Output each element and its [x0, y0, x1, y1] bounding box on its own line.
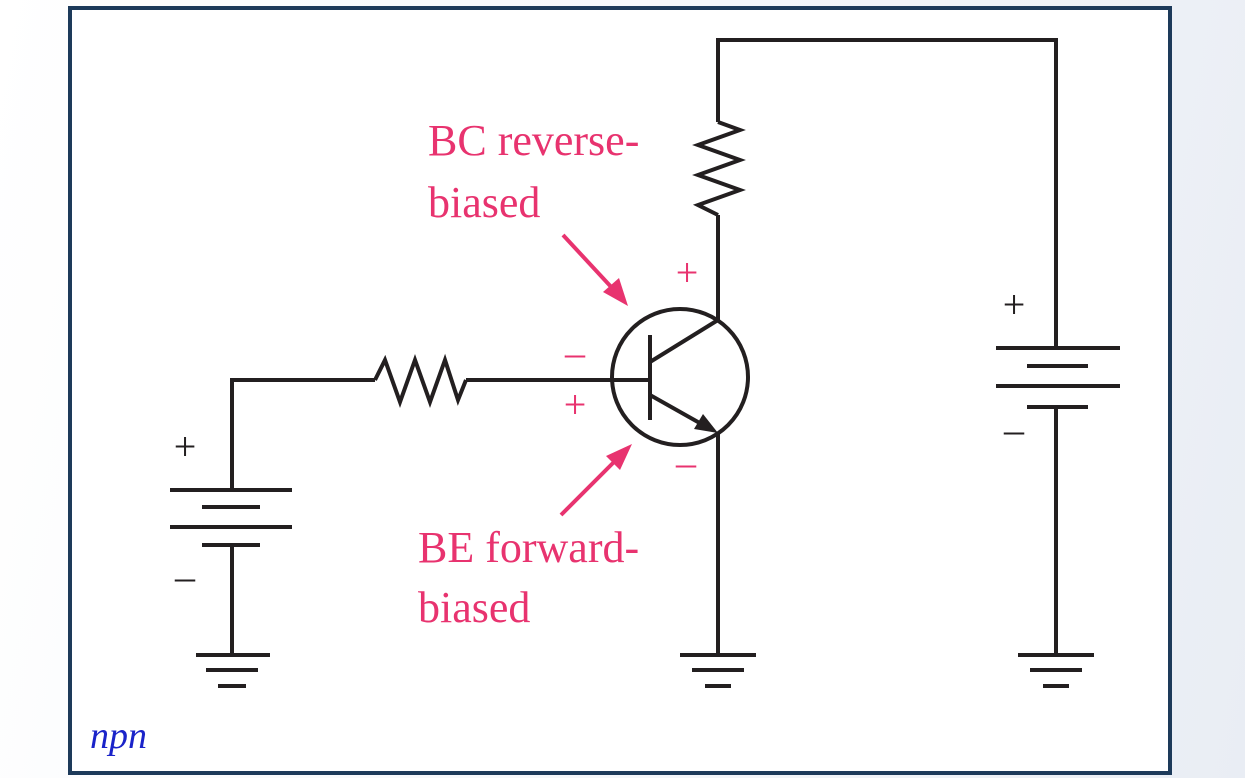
be-annotation: BE forward- biased: [418, 444, 639, 632]
diagram-frame: [68, 6, 1172, 775]
collector-circuit: [692, 38, 1058, 655]
npn-transistor: [610, 307, 750, 447]
collector-plus-sign: +: [676, 250, 699, 295]
junction-signs: + – + –: [564, 250, 699, 485]
base-minus-sign: –: [564, 330, 586, 375]
collector-battery-plus-sign: +: [1003, 282, 1026, 327]
emitter-ground-symbol: [680, 653, 756, 688]
bc-arrow-head: [603, 278, 628, 306]
transistor-emitter-arrowhead: [694, 414, 718, 433]
collector-resistor: [692, 120, 746, 217]
transistor-envelope: [610, 307, 750, 447]
transistor-emitter-lead: [649, 393, 706, 428]
base-battery-top-wire: [230, 378, 375, 490]
base-battery-minus-sign: –: [174, 554, 196, 599]
base-circuit: [230, 353, 612, 655]
collector-ground-symbol: [1018, 653, 1094, 688]
transistor-collector-lead: [648, 318, 720, 364]
base-battery: + –: [170, 424, 292, 599]
base-resistor: [373, 353, 468, 408]
emitter-minus-sign: –: [675, 440, 697, 485]
npn-caption: npn: [90, 715, 147, 757]
bc-arrow-shaft: [561, 233, 616, 292]
bc-label-line-1: BC reverse-: [428, 116, 639, 165]
base-ground-symbol: [196, 653, 270, 688]
be-arrow-shaft: [559, 458, 618, 517]
bc-label-line-2: biased: [428, 178, 540, 227]
be-arrow-head: [606, 444, 632, 470]
collector-battery-minus-sign: –: [1003, 407, 1025, 452]
collector-battery: + –: [996, 282, 1120, 452]
be-label-line-1: BE forward-: [418, 523, 639, 572]
base-battery-plus-sign: +: [174, 424, 197, 469]
collector-supply-wire: [716, 38, 1058, 348]
base-plus-sign: +: [564, 382, 587, 427]
bc-annotation: BC reverse- biased: [428, 116, 639, 306]
be-label-line-2: biased: [418, 583, 530, 632]
